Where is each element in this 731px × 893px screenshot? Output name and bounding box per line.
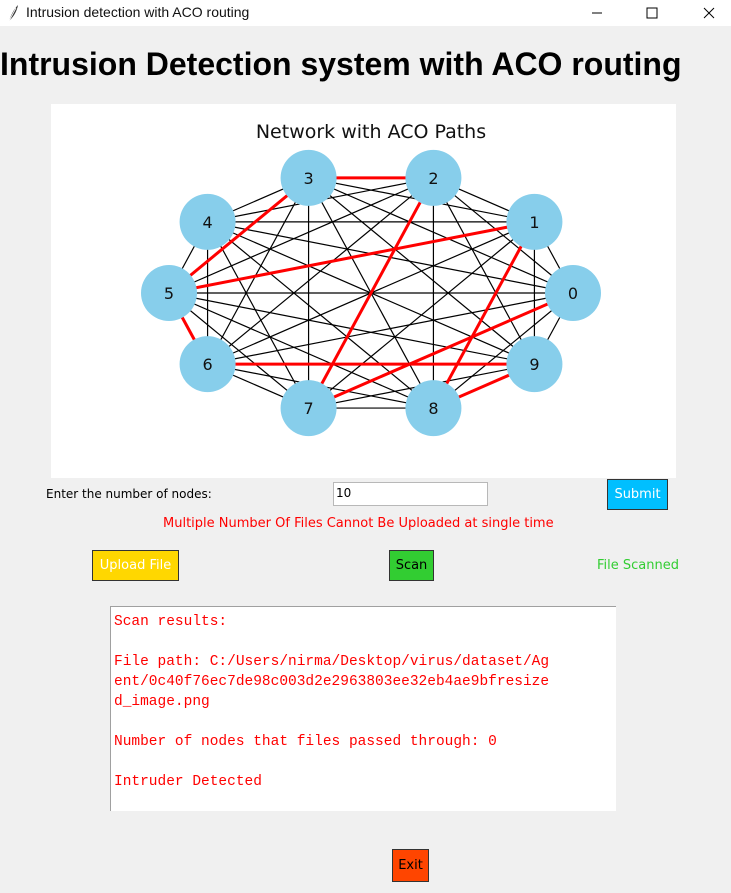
graph-node-label: 3	[303, 169, 313, 188]
graph-node-label: 9	[529, 355, 539, 374]
graph-edge	[168, 177, 434, 294]
graph-edge	[207, 221, 310, 409]
results-line	[114, 632, 616, 652]
page-title: Intrusion Detection system with ACO rout…	[0, 46, 682, 82]
graph-node	[405, 380, 462, 437]
network-graph-canvas: Network with ACO Paths 0 1 2 3 4 5 6 7 8 9	[51, 104, 676, 478]
graph-edge	[308, 177, 535, 365]
close-button[interactable]	[686, 0, 731, 26]
window-title: Intrusion detection with ACO routing	[26, 4, 250, 20]
results-line: File path: C:/Users/nirma/Desktop/virus/…	[114, 654, 550, 670]
aco-path-edge	[168, 220, 535, 295]
graph-node-label: 1	[529, 213, 539, 232]
graph-node	[506, 193, 563, 250]
graph-node-label: 4	[202, 213, 212, 232]
graph-edge	[168, 292, 434, 409]
results-line: ent/0c40f76ec7de98c003d2e2963803ee32eb4a…	[114, 674, 550, 690]
graph-edge	[207, 177, 310, 365]
graph-node	[506, 336, 563, 393]
graph-title: Network with ACO Paths	[256, 121, 486, 143]
graph-node	[179, 336, 236, 393]
results-line	[114, 752, 616, 772]
maximize-icon	[646, 7, 658, 19]
graph-node-label: 8	[428, 399, 438, 418]
scan-status-text: File Scanned	[597, 558, 679, 573]
graph-node-label: 5	[164, 284, 174, 303]
scan-button[interactable]: Scan	[389, 550, 434, 581]
graph-node-label: 0	[568, 284, 578, 303]
graph-node-label: 6	[202, 355, 212, 374]
graph-node	[545, 265, 601, 321]
graph-edge	[168, 292, 309, 409]
aco-path-edge	[307, 291, 574, 410]
nodes-count-input[interactable]: 10	[333, 482, 488, 506]
close-icon	[703, 7, 715, 19]
graph-node	[179, 193, 236, 250]
results-line: Number of nodes that files passed throug…	[114, 734, 497, 750]
error-message: Multiple Number Of Files Cannot Be Uploa…	[163, 516, 554, 531]
graph-node	[280, 380, 337, 437]
title-bar: Intrusion detection with ACO routing	[0, 0, 731, 26]
submit-button[interactable]: Submit	[607, 479, 668, 510]
feather-icon	[8, 5, 18, 22]
upload-file-button[interactable]: Upload File	[92, 550, 179, 581]
nodes-count-label: Enter the number of nodes:	[46, 487, 212, 501]
minimize-button[interactable]	[574, 0, 620, 26]
results-line	[114, 712, 616, 732]
graph-edge	[432, 177, 535, 365]
network-graph: Network with ACO Paths 0 1 2 3 4 5 6 7 8 9	[141, 121, 601, 437]
graph-node-label: 7	[303, 399, 313, 418]
minimize-icon	[592, 12, 602, 14]
results-line: Scan results:	[114, 614, 228, 630]
graph-node	[141, 265, 197, 321]
maximize-button[interactable]	[629, 0, 675, 26]
results-line: Intruder Detected	[114, 774, 262, 790]
aco-path-edge	[432, 221, 536, 409]
results-line: d_image.png	[114, 694, 210, 710]
graph-edge	[308, 177, 574, 294]
scan-results-textbox[interactable]: Scan results: File path: C:/Users/nirma/…	[110, 606, 616, 811]
graph-edge	[207, 221, 434, 409]
graph-node	[405, 149, 462, 206]
graph-node	[280, 149, 337, 206]
graph-node-label: 2	[428, 169, 438, 188]
aco-path-edge	[168, 176, 310, 295]
exit-button[interactable]: Exit	[392, 849, 429, 882]
aco-path-edge	[307, 177, 435, 409]
